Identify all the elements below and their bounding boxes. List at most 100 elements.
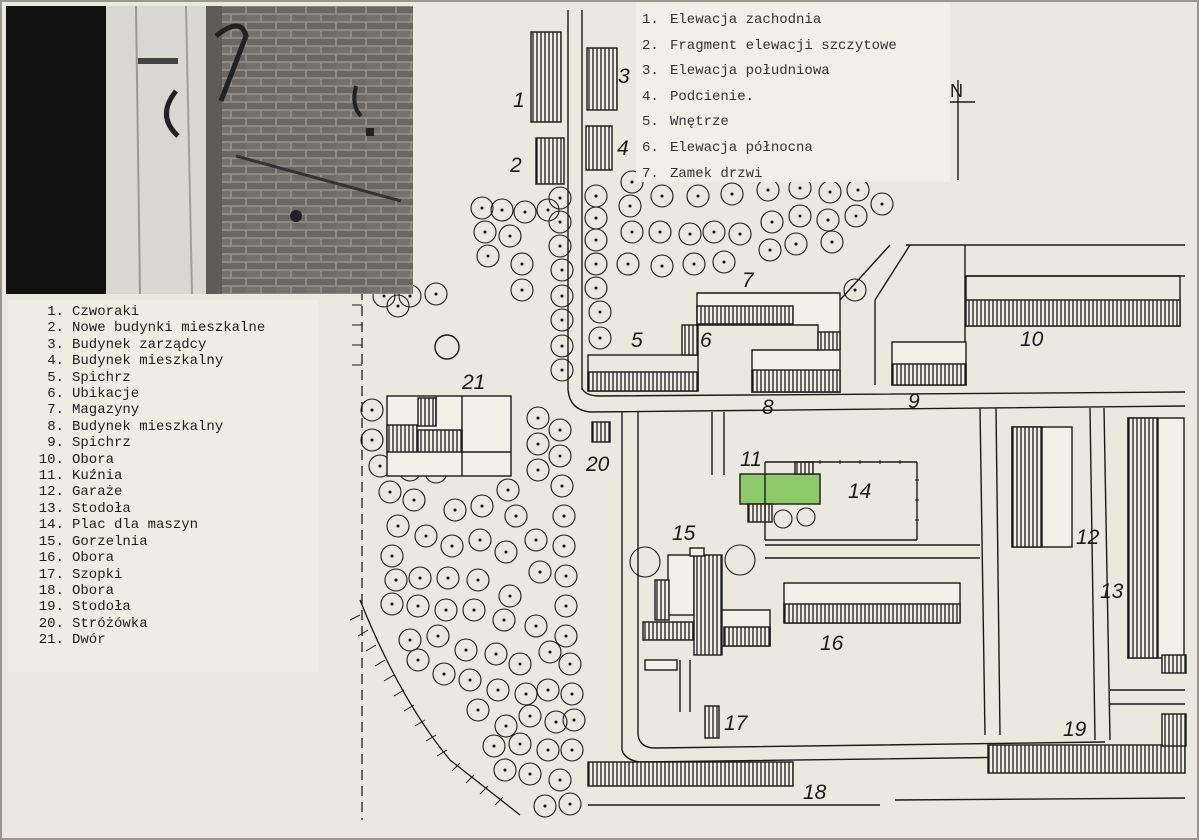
tree-center-dot: [554, 720, 558, 724]
tree-symbol: [554, 624, 578, 648]
tank-symbol: [773, 509, 793, 529]
tree-center-dot: [518, 662, 522, 666]
tree-symbol: [526, 458, 550, 482]
tree-symbol: [476, 244, 500, 268]
tree-center-dot: [536, 468, 540, 472]
legend-item-label: Czworaki: [72, 304, 140, 320]
tree-symbol: [712, 250, 736, 274]
tree-center-dot: [722, 260, 726, 264]
tree-center-dot: [738, 232, 742, 236]
tree-center-dot: [450, 544, 454, 548]
tree-symbol: [588, 326, 612, 350]
tree-center-dot: [518, 742, 522, 746]
legend-item: 15.Gorzelnia: [8, 534, 318, 550]
map-label: 15: [672, 522, 696, 545]
tree-center-dot: [504, 550, 508, 554]
map-label: 21: [461, 371, 485, 394]
tree-center-dot: [560, 294, 564, 298]
tree-symbol: [458, 668, 482, 692]
tree-center-dot: [768, 248, 772, 252]
tree-center-dot: [416, 658, 420, 662]
tree-symbol: [820, 230, 844, 254]
tree-center-dot: [520, 288, 524, 292]
tree-symbol: [548, 210, 572, 234]
tree-symbol: [616, 252, 640, 276]
tree-symbol: [758, 238, 782, 262]
tree-symbol: [760, 210, 784, 234]
tree-center-dot: [442, 672, 446, 676]
tree-center-dot: [396, 524, 400, 528]
tree-symbol: [470, 494, 494, 518]
tree-symbol: [508, 652, 532, 676]
tree-symbol: [496, 478, 520, 502]
tree-center-dot: [543, 804, 547, 808]
tree-symbol: [648, 220, 672, 244]
tree-center-dot: [856, 188, 860, 192]
photo-view-item: 2.Fragment elewacji szczytowe: [642, 34, 950, 60]
tree-center-dot: [546, 208, 550, 212]
legend-item-label: Kuźnia: [72, 468, 123, 485]
photo-view-number: 1.: [642, 12, 659, 28]
photo-view-item: 4.Podcienie.: [642, 85, 950, 111]
photo-view-number: 6.: [642, 139, 659, 156]
tree-center-dot: [830, 240, 834, 244]
legend-item: 6.Ubikacje: [8, 386, 318, 402]
tree-symbol: [550, 308, 574, 332]
tree-center-dot: [560, 318, 564, 322]
tree-symbol: [380, 544, 404, 568]
tree-center-dot: [418, 576, 422, 580]
tree-symbol: [584, 228, 608, 252]
tree-symbol: [870, 192, 894, 216]
tree-symbol: [426, 624, 450, 648]
tree-center-dot: [568, 802, 572, 806]
tree-symbol: [678, 222, 702, 246]
tree-center-dot: [504, 724, 508, 728]
tree-symbol: [686, 184, 710, 208]
tree-symbol: [650, 254, 674, 278]
tree-symbol: [484, 642, 508, 666]
legend-item: 19.Stodoła: [8, 599, 318, 615]
tree-center-dot: [378, 464, 382, 468]
legend-item-label: Magazyny: [72, 402, 140, 419]
tree-symbol: [510, 278, 534, 302]
tree-center-dot: [444, 608, 448, 612]
tree-symbol: [784, 232, 808, 256]
tree-symbol: [402, 488, 426, 512]
tree-symbol: [504, 504, 528, 528]
tree-symbol: [560, 682, 584, 706]
tree-center-dot: [534, 624, 538, 628]
tree-symbol: [526, 406, 550, 430]
tree-center-dot: [598, 336, 602, 340]
tree-symbol: [548, 418, 572, 442]
tree-symbol: [536, 198, 560, 222]
legend-item: 2.Nowe budynki mieszkalne: [8, 320, 318, 336]
tree-center-dot: [483, 230, 487, 234]
tree-center-dot: [496, 688, 500, 692]
tree-center-dot: [630, 230, 634, 234]
tree-center-dot: [508, 594, 512, 598]
tank-symbol: [629, 546, 661, 578]
trees: [360, 170, 894, 818]
map-label: 1: [513, 89, 525, 112]
map-label: 16: [820, 632, 844, 655]
tree-center-dot: [828, 190, 832, 194]
tree-center-dot: [594, 216, 598, 220]
tree-center-dot: [446, 576, 450, 580]
legend-item-label: Dwór: [72, 632, 106, 649]
tree-symbol: [498, 224, 522, 248]
tree-center-dot: [494, 652, 498, 656]
photo-view-item: 7.Zamek drzwi: [642, 162, 950, 182]
photo-view-label: Elewacja północna: [670, 139, 813, 156]
tree-center-dot: [658, 230, 662, 234]
tank-symbol: [796, 507, 816, 527]
tree-symbol: [386, 514, 410, 538]
legend-item: 1.Czworaki: [8, 304, 318, 320]
tree-center-dot: [396, 304, 400, 308]
legend-item: 13.Stodoła: [8, 501, 318, 517]
tree-center-dot: [572, 718, 576, 722]
tree-symbol: [550, 258, 574, 282]
legend-item-number: 18.: [38, 582, 64, 599]
tree-center-dot: [630, 180, 634, 184]
tree-symbol: [493, 758, 517, 782]
